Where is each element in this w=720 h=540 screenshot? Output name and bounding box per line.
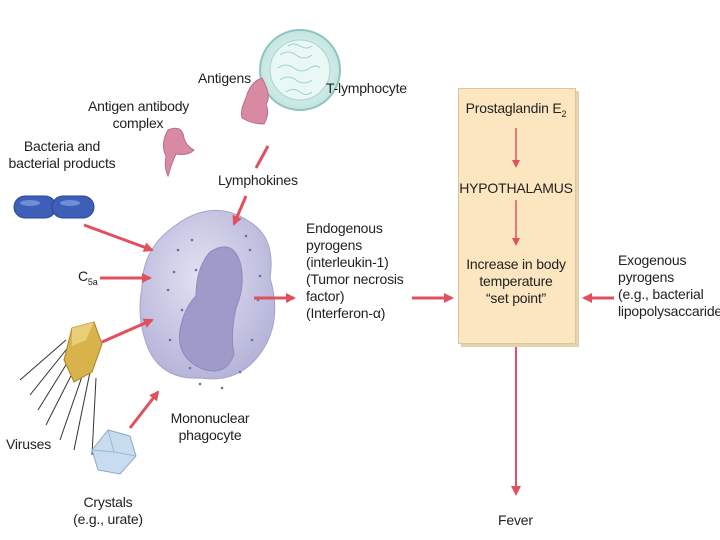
prostaglandin-label: Prostaglandin E2	[456, 100, 576, 123]
lymphokines-label: Lymphokines	[218, 172, 298, 189]
c5a-subscript: 5a	[88, 277, 98, 287]
phagocyte-line-2: phagocyte	[160, 427, 260, 444]
endogenous-line-3: (interleukin-1)	[306, 254, 404, 271]
c5a-label: C5a	[78, 268, 98, 291]
set-point-line-3: “set point”	[456, 290, 576, 307]
exogenous-line-4: lipopolysaccaride)	[618, 303, 720, 320]
phagocyte-label: Mononuclear phagocyte	[160, 410, 260, 444]
crystals-line-2: (e.g., urate)	[62, 511, 154, 528]
set-point-line-1: Increase in body	[456, 256, 576, 273]
set-point-label: Increase in body temperature “set point”	[456, 256, 576, 307]
phagocyte-line-1: Mononuclear	[160, 410, 260, 427]
endogenous-line-2: pyrogens	[306, 237, 404, 254]
exogenous-pyrogens-label: Exogenous pyrogens (e.g., bacterial lipo…	[618, 252, 720, 320]
bacteria-line-2: bacterial products	[4, 155, 120, 172]
antigens-label: Antigens	[198, 70, 251, 87]
prostaglandin-subscript: 2	[562, 109, 567, 119]
crystals-line-1: Crystals	[62, 494, 154, 511]
crystals-label: Crystals (e.g., urate)	[62, 494, 154, 528]
exogenous-line-2: pyrogens	[618, 269, 720, 286]
bacteria-label: Bacteria and bacterial products	[4, 138, 120, 172]
endogenous-line-6: (Interferon-α)	[306, 305, 404, 322]
fever-label: Fever	[498, 512, 533, 529]
endogenous-line-4: (Tumor necrosis	[306, 271, 404, 288]
exogenous-line-1: Exogenous	[618, 252, 720, 269]
t-lymphocyte-label: T-lymphocyte	[326, 80, 407, 97]
antigen-antibody-line-1: Antigen antibody	[88, 98, 188, 115]
endogenous-pyrogens-label: Endogenous pyrogens (interleukin-1) (Tum…	[306, 220, 404, 322]
viruses-label: Viruses	[6, 436, 51, 453]
hypothalamus-label: HYPOTHALAMUS	[456, 180, 576, 197]
prostaglandin-text: Prostaglandin E	[466, 100, 562, 116]
set-point-line-2: temperature	[456, 273, 576, 290]
endogenous-line-1: Endogenous	[306, 220, 404, 237]
c5a-letter: C	[78, 268, 88, 284]
antigen-antibody-complex-label: Antigen antibody complex	[88, 98, 188, 132]
bacteria-line-1: Bacteria and	[4, 138, 120, 155]
endogenous-line-5: factor)	[306, 288, 404, 305]
antigen-antibody-line-2: complex	[88, 115, 188, 132]
exogenous-line-3: (e.g., bacterial	[618, 286, 720, 303]
